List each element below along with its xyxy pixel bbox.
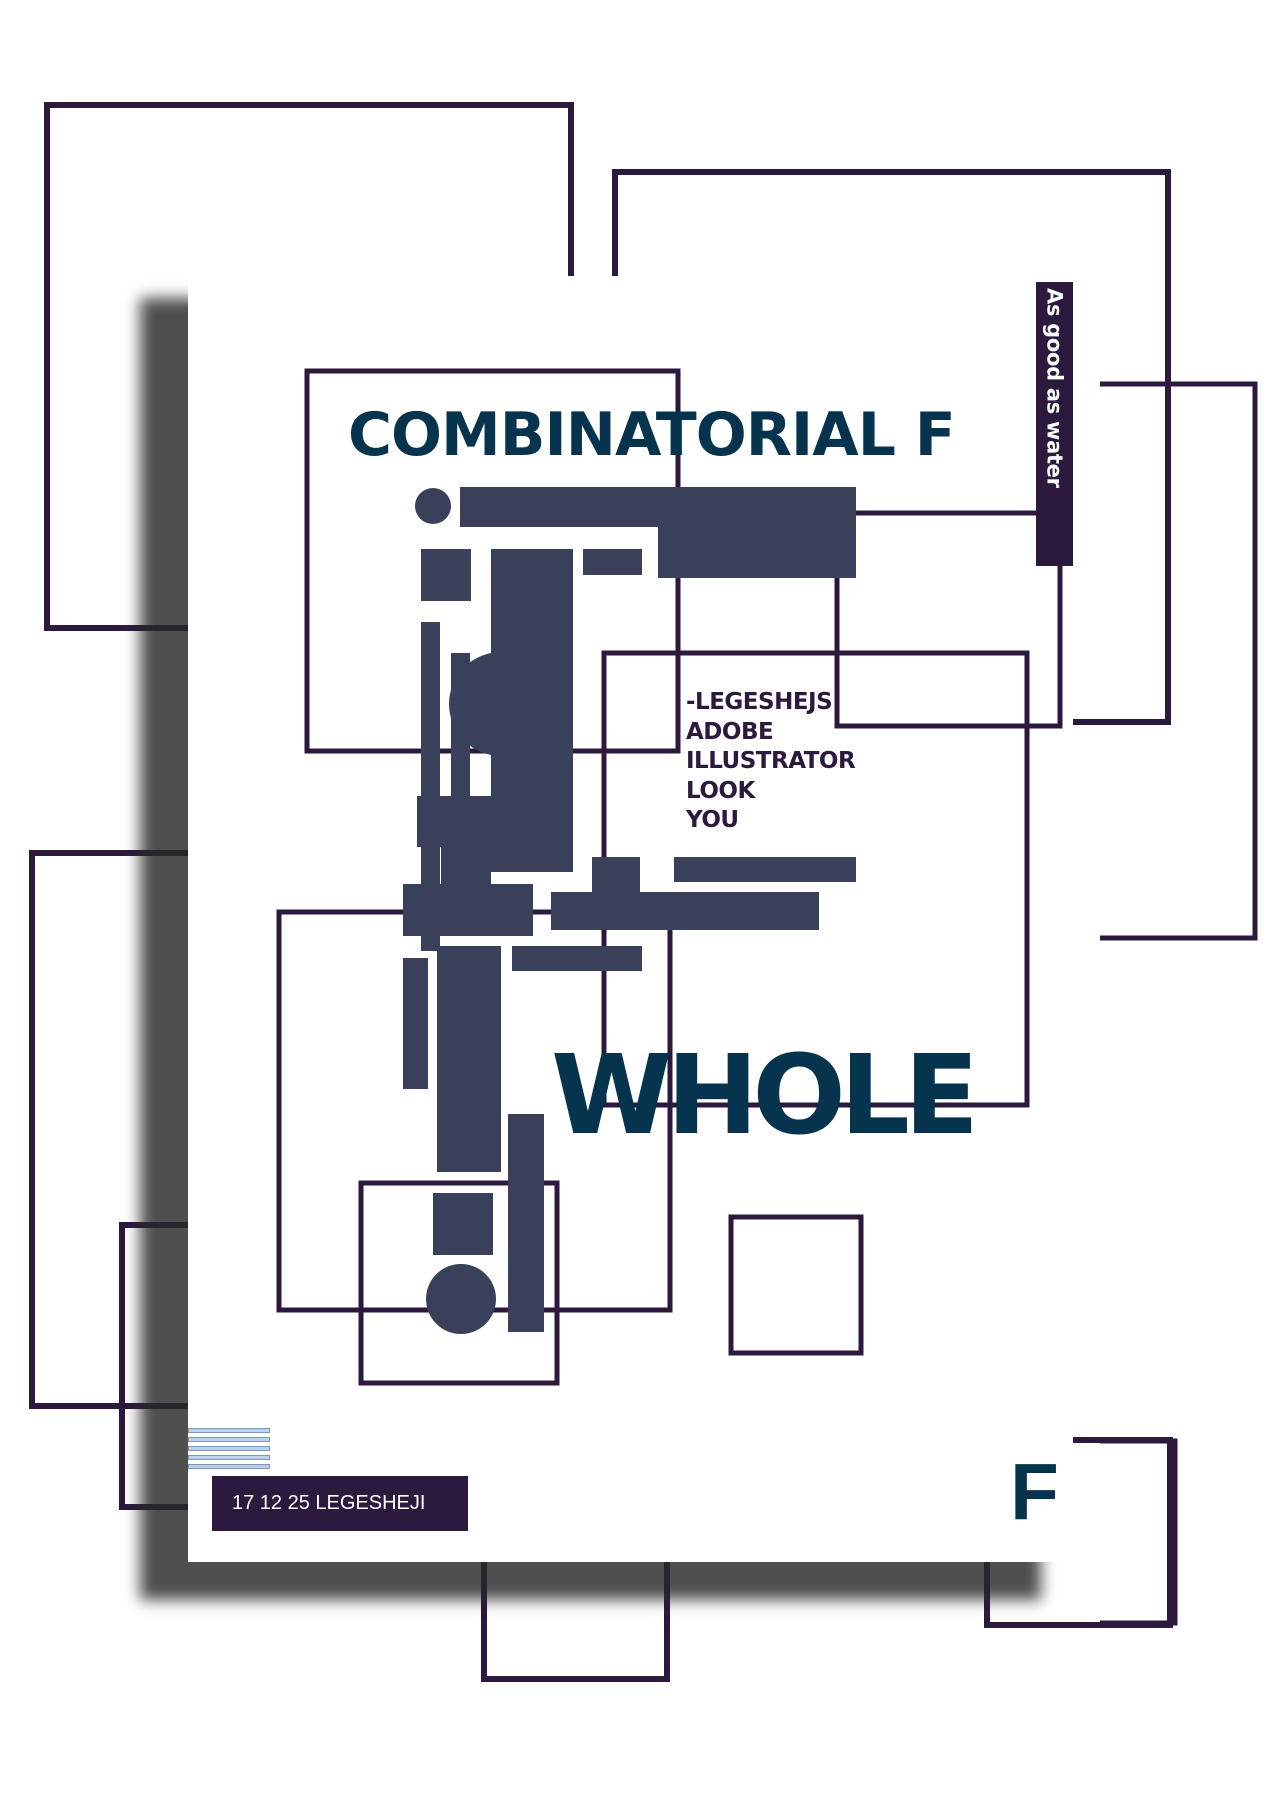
word-list-item: ILLUSTRATOR	[686, 748, 856, 774]
headline-whole: WHOLE	[551, 1031, 979, 1159]
word-list-item: LOOK	[686, 777, 755, 804]
outline-frame-mid-right	[834, 510, 1063, 729]
word-list-item: -LEGESHEJS	[686, 689, 833, 715]
vertical-tagline-badge: As good as water	[1036, 282, 1073, 566]
poster-title: COMBINATORIAL F	[348, 400, 956, 470]
outline-frame-small-square	[728, 1214, 864, 1356]
tagline-text: As good as water	[1042, 288, 1067, 488]
word-list: -LEGESHEJS ADOBE ILLUSTRATOR LOOK YOU	[686, 688, 856, 836]
f-block-composition	[403, 487, 856, 1334]
word-list-item: YOU	[686, 807, 739, 833]
monogram-f: F	[1010, 1447, 1059, 1536]
outline-frame-right	[1100, 381, 1258, 941]
word-list-item: ADOBE	[686, 718, 774, 745]
outline-frame-bottom-right	[1100, 1438, 1178, 1626]
outline-frame-bottom	[358, 1180, 560, 1386]
stripe-decoration	[188, 1428, 270, 1473]
date-label: 17 12 25 LEGESHEJI	[212, 1476, 468, 1531]
